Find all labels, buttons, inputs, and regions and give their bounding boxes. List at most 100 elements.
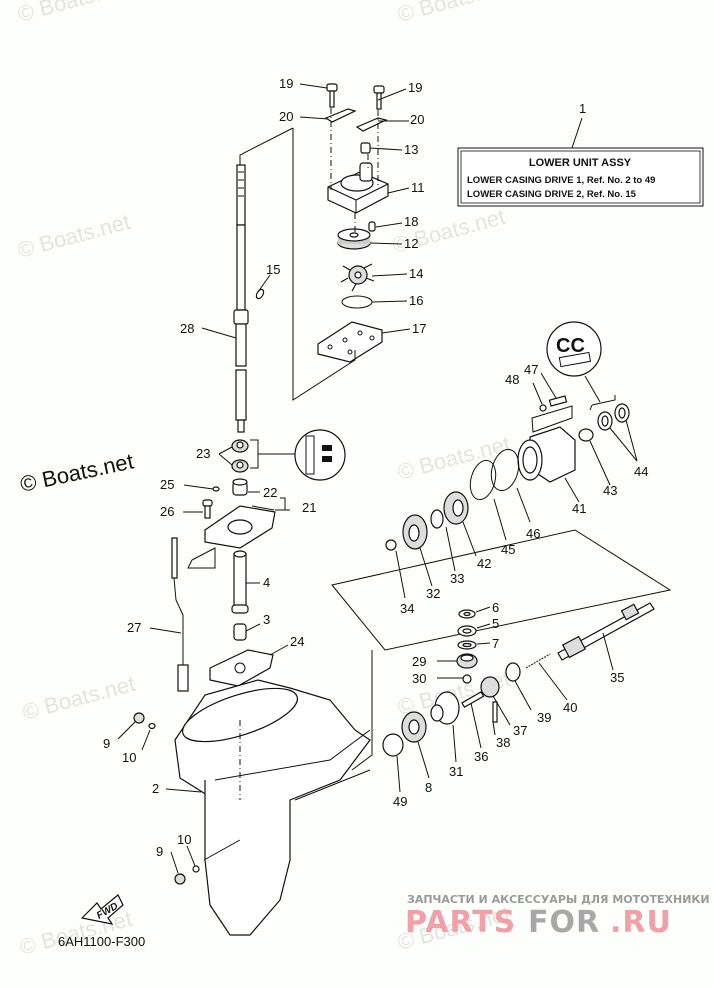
collar-13 — [360, 142, 371, 154]
watermark-boats: © Boats.net — [395, 0, 513, 27]
callout-47[interactable]: 47 — [524, 362, 538, 377]
callout-33[interactable]: 33 — [450, 571, 464, 586]
callout-3[interactable]: 3 — [263, 612, 270, 627]
shim-49 — [382, 733, 404, 757]
callout-19[interactable]: 19 — [408, 80, 422, 95]
callout-15[interactable]: 15 — [266, 262, 280, 277]
callout-6[interactable]: 6 — [492, 600, 499, 615]
seal-44-b — [614, 403, 630, 423]
callout-37[interactable]: 37 — [513, 723, 527, 738]
callout-45[interactable]: 45 — [501, 542, 515, 557]
propeller-shaft-group — [351, 602, 655, 771]
o-ring-45 — [469, 459, 497, 501]
dog-clutch-37 — [480, 676, 500, 698]
callout-23[interactable]: 23 — [196, 446, 210, 461]
callout-38[interactable]: 38 — [496, 735, 510, 750]
callout-27[interactable]: 27 — [127, 620, 141, 635]
watermark-boats-dark: © Boats.net — [18, 448, 136, 496]
bearing-42 — [443, 491, 469, 525]
shift-rod-27 — [173, 577, 184, 665]
title-box-line-1: LOWER CASING DRIVE 1, Ref. No. 2 to 49 — [467, 175, 655, 186]
callout-11[interactable]: 11 — [411, 180, 425, 195]
callout-10[interactable]: 10 — [122, 750, 136, 765]
callout-4[interactable]: 4 — [263, 575, 270, 590]
site-brand-for: FOR — [528, 905, 600, 940]
propeller-shaft-housing-group: CC — [331, 321, 672, 651]
detail-view-seal — [294, 429, 346, 481]
clip-39 — [505, 662, 521, 682]
callout-46[interactable]: 46 — [526, 526, 540, 541]
callout-34[interactable]: 34 — [400, 601, 414, 616]
site-brand-parts: PARTS — [405, 905, 516, 940]
watermark-boats: © Boats.net — [15, 209, 133, 263]
callout-49[interactable]: 49 — [393, 794, 407, 809]
shift-rod-27-end — [177, 664, 189, 692]
o-ring-46 — [490, 448, 520, 492]
shift-rod-27-thread — [171, 537, 178, 579]
callout-30[interactable]: 30 — [412, 671, 426, 686]
callout-8[interactable]: 8 — [425, 780, 432, 795]
callout-43[interactable]: 43 — [603, 483, 617, 498]
o-ring-25 — [212, 486, 220, 492]
shim-34 — [385, 539, 397, 551]
callout-32[interactable]: 32 — [426, 586, 440, 601]
callout-12[interactable]: 12 — [404, 236, 418, 251]
callout-48[interactable]: 48 — [505, 372, 519, 387]
callout-7[interactable]: 7 — [492, 636, 499, 651]
callout-39[interactable]: 39 — [537, 710, 551, 725]
callout-40[interactable]: 40 — [563, 700, 577, 715]
callout-44[interactable]: 44 — [634, 464, 648, 479]
gear-32 — [402, 514, 428, 550]
callout-10[interactable]: 10 — [177, 832, 191, 847]
shim-7 — [457, 640, 477, 650]
shim-6 — [458, 609, 476, 619]
callout-21[interactable]: 21 — [302, 500, 316, 515]
assembly-title-box: 1 LOWER UNIT ASSY LOWER CASING DRIVE 1, … — [457, 101, 704, 207]
callout-29[interactable]: 29 — [412, 654, 426, 669]
callout-1[interactable]: 1 — [579, 101, 586, 116]
callout-14[interactable]: 14 — [409, 266, 423, 281]
pin-38 — [492, 701, 498, 723]
callout-36[interactable]: 36 — [474, 749, 488, 764]
callout-18[interactable]: 18 — [404, 214, 418, 229]
callout-9[interactable]: 9 — [156, 844, 163, 859]
bearing-housing-group — [187, 429, 346, 569]
bearing-5 — [457, 625, 477, 637]
bearing-23-lower — [231, 459, 249, 473]
bolt-19-right — [373, 85, 385, 110]
bearing-8 — [401, 711, 427, 743]
callout-31[interactable]: 31 — [449, 764, 463, 779]
washer-10-upper — [148, 722, 156, 730]
callout-26[interactable]: 26 — [160, 504, 174, 519]
callout-24[interactable]: 24 — [290, 634, 304, 649]
callout-35[interactable]: 35 — [610, 670, 624, 685]
housing-21 — [204, 505, 276, 549]
pinion-29 — [456, 653, 478, 669]
callout-13[interactable]: 13 — [404, 142, 418, 157]
gear-31 — [430, 691, 460, 725]
bearing-23-upper — [231, 439, 249, 453]
callout-42[interactable]: 42 — [477, 556, 491, 571]
insert-cartridge-12 — [337, 228, 371, 250]
callout-9[interactable]: 9 — [103, 736, 110, 751]
callout-16[interactable]: 16 — [409, 293, 423, 308]
drawing-code: 6AH1100-F300 — [58, 934, 145, 949]
callout-17[interactable]: 17 — [412, 321, 426, 336]
housing-41 — [517, 426, 576, 483]
callout-20[interactable]: 20 — [279, 109, 293, 124]
nut-30 — [462, 674, 472, 684]
callout-numbers: 19 19 20 20 13 11 18 12 15 14 16 17 28 2… — [103, 76, 648, 859]
site-tagline: ЗАПЧАСТИ И АКСЕССУАРЫ ДЛЯ МОТОТЕХНИКИ — [407, 893, 710, 906]
seal-44-a — [597, 411, 613, 431]
washer-10-lower — [192, 865, 200, 873]
outer-plate-17 — [317, 321, 383, 363]
pin-18 — [368, 221, 376, 232]
callout-41[interactable]: 41 — [572, 501, 586, 516]
callout-25[interactable]: 25 — [160, 477, 174, 492]
callout-5[interactable]: 5 — [492, 616, 499, 631]
callout-28[interactable]: 28 — [180, 321, 194, 336]
callout-19[interactable]: 19 — [279, 76, 293, 91]
callout-22[interactable]: 22 — [263, 485, 277, 500]
callout-20[interactable]: 20 — [410, 112, 424, 127]
callout-2[interactable]: 2 — [152, 781, 159, 796]
